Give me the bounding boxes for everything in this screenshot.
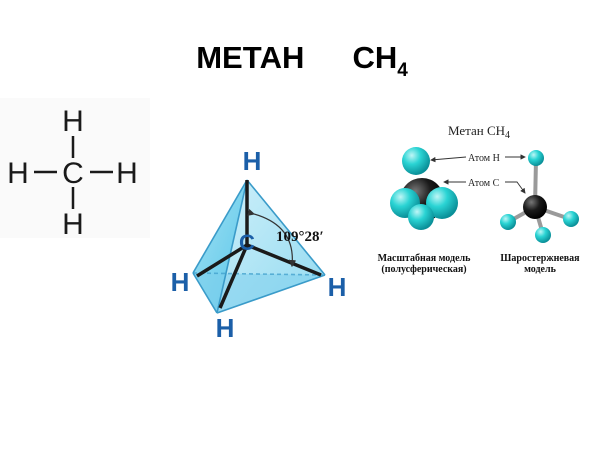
- tetra-left-hydrogen: H: [171, 267, 190, 297]
- formula-bottom-hydrogen: H: [62, 208, 84, 241]
- models-title: Метан CH4: [448, 123, 510, 141]
- bs-hydrogen-left: [500, 214, 516, 230]
- ball-stick-caption-1: Шаростержневая: [500, 253, 580, 264]
- tetra-right-hydrogen: H: [328, 272, 347, 302]
- tetrahedron-diagram: 109°28′ C H H H H: [171, 146, 347, 343]
- bond-angle-label: 109°28′: [276, 229, 324, 245]
- tetra-bottom-hydrogen: H: [216, 313, 235, 343]
- tetra-top-hydrogen: H: [243, 146, 262, 176]
- title-name: МЕТАН: [196, 40, 305, 75]
- sf-hydrogen-right: [426, 187, 458, 219]
- bs-hydrogen-right: [563, 211, 579, 227]
- formula-right-hydrogen: H: [116, 157, 138, 190]
- page-title: МЕТАН CH4: [0, 40, 604, 82]
- sf-hydrogen-top: [402, 147, 430, 175]
- title-formula: CH4: [352, 40, 408, 81]
- formula-background: [0, 98, 150, 238]
- structural-formula: H H C H H: [0, 98, 150, 241]
- sf-hydrogen-bottom: [408, 204, 434, 230]
- space-filling-caption-2: (полусферическая): [381, 264, 466, 275]
- tetra-carbon-label: C: [239, 230, 255, 255]
- callout-h-left: [430, 156, 467, 163]
- models-panel: Метан CH4 Атом H Атом C: [378, 123, 581, 275]
- bs-hydrogen-bottom: [535, 227, 551, 243]
- formula-left-hydrogen: H: [7, 157, 29, 190]
- formula-top-hydrogen: H: [62, 105, 84, 138]
- bs-carbon: [523, 195, 547, 219]
- bs-hydrogen-top: [528, 150, 544, 166]
- atom-h-label: Атом H: [468, 153, 500, 164]
- tetra-face-bottom: [193, 273, 325, 313]
- ball-stick-model: [500, 150, 579, 243]
- space-filling-caption-1: Масштабная модель: [378, 253, 472, 264]
- space-filling-model: [390, 147, 458, 230]
- callout-c-right: [505, 181, 526, 194]
- ball-stick-caption-2: модель: [524, 264, 556, 275]
- bond-angle-arc: [247, 208, 297, 268]
- atom-c-label: Атом C: [468, 178, 500, 189]
- formula-carbon: C: [62, 157, 84, 190]
